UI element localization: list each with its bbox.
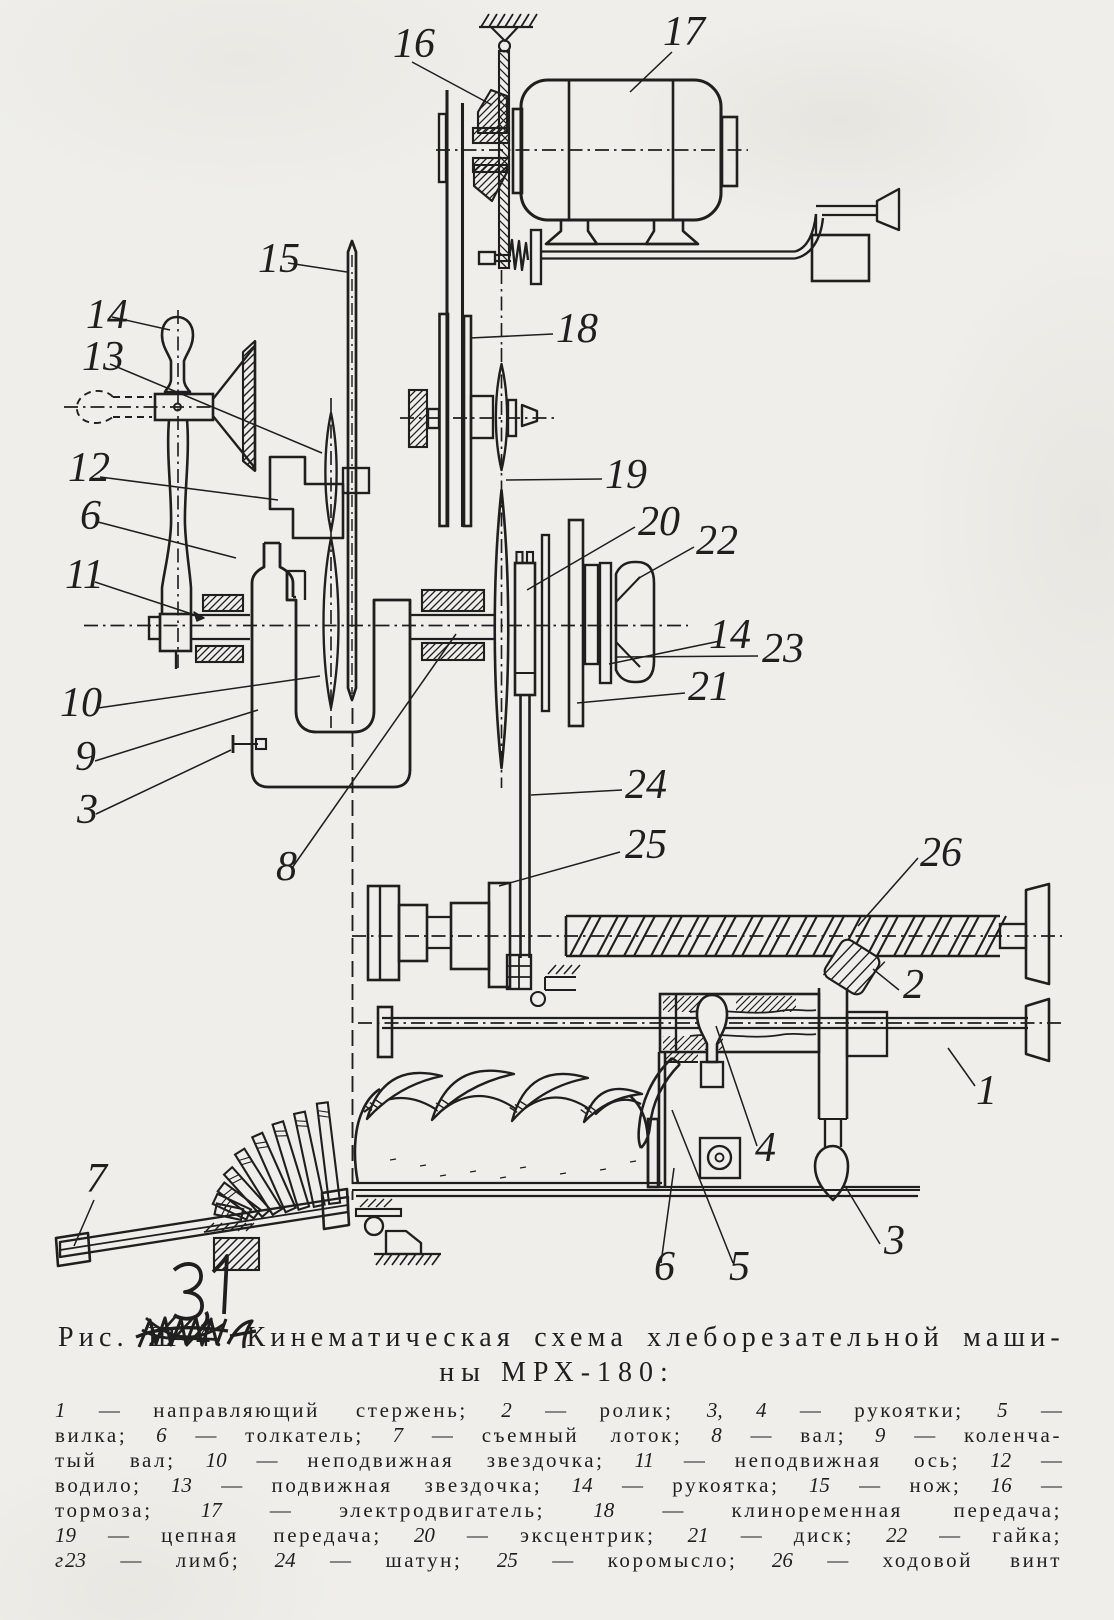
svg-text:8: 8 — [276, 844, 297, 890]
svg-text:14: 14 — [86, 292, 128, 338]
svg-text:2: 2 — [903, 962, 924, 1008]
svg-text:1: 1 — [976, 1068, 997, 1114]
svg-text:25: 25 — [625, 822, 667, 868]
svg-text:24: 24 — [625, 762, 667, 808]
svg-text:14: 14 — [709, 612, 751, 658]
svg-text:11: 11 — [65, 552, 104, 598]
svg-text:15: 15 — [258, 236, 300, 282]
svg-text:6: 6 — [654, 1244, 675, 1290]
svg-text:4: 4 — [755, 1125, 776, 1171]
svg-text:5: 5 — [729, 1244, 750, 1290]
svg-text:20: 20 — [638, 499, 680, 545]
svg-text:18: 18 — [556, 306, 598, 352]
svg-text:13: 13 — [82, 334, 124, 380]
svg-text:10: 10 — [60, 680, 102, 726]
svg-text:9: 9 — [75, 734, 96, 780]
svg-text:17: 17 — [663, 9, 707, 55]
svg-text:21: 21 — [688, 664, 730, 710]
svg-text:19: 19 — [605, 452, 647, 498]
svg-text:3: 3 — [76, 787, 98, 833]
svg-text:16: 16 — [393, 21, 435, 67]
svg-text:26: 26 — [920, 830, 962, 876]
svg-text:7: 7 — [86, 1156, 109, 1202]
svg-text:22: 22 — [696, 518, 738, 564]
svg-text:6: 6 — [80, 493, 101, 539]
svg-text:3: 3 — [883, 1218, 905, 1264]
svg-text:23: 23 — [762, 626, 804, 672]
svg-text:12: 12 — [68, 445, 110, 491]
